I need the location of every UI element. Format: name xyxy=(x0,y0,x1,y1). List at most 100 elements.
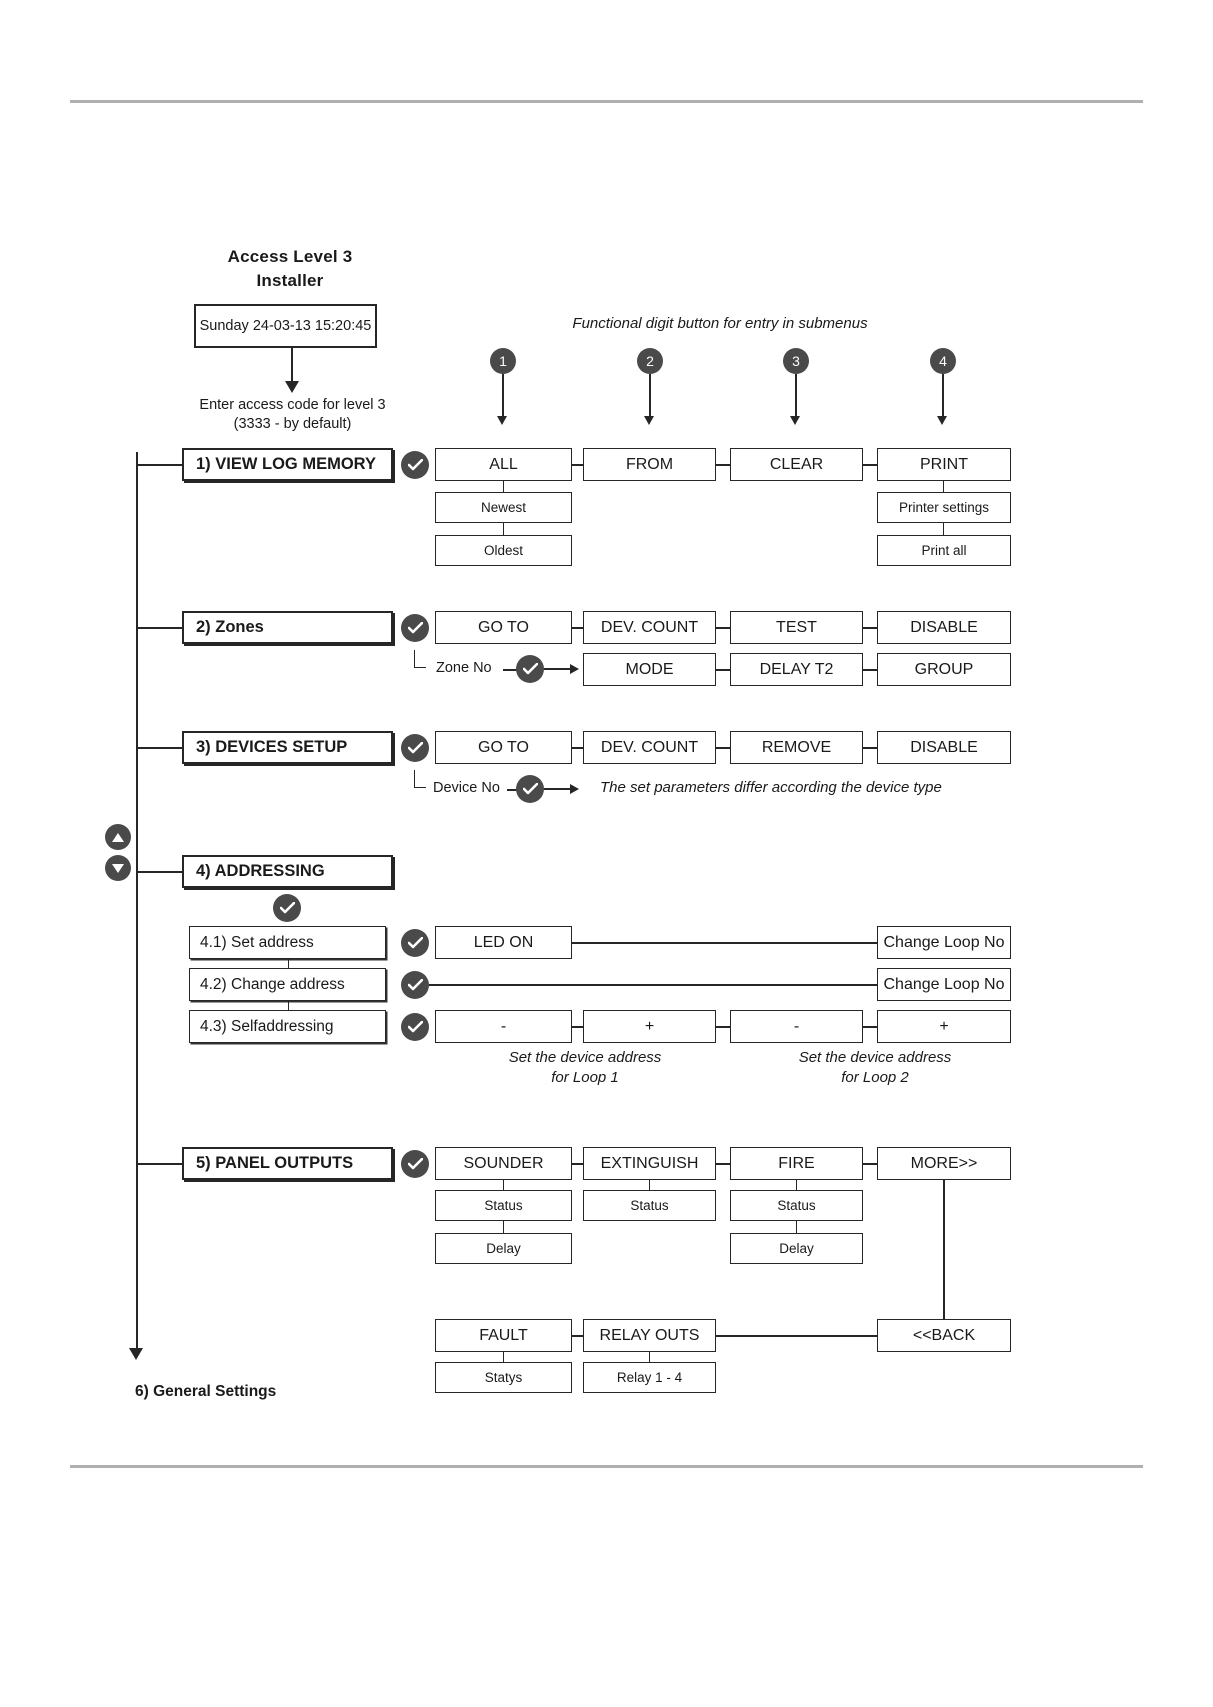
submenu-from[interactable]: FROM xyxy=(583,448,716,481)
panel-back[interactable]: <<BACK xyxy=(877,1319,1011,1352)
spine-branch-5 xyxy=(136,1163,182,1166)
devices-go-to[interactable]: GO TO xyxy=(435,731,572,764)
zones-mode[interactable]: MODE xyxy=(583,653,716,686)
panel-fault[interactable]: FAULT xyxy=(435,1319,572,1352)
addressing-led-on[interactable]: LED ON xyxy=(435,926,572,959)
digit-button-2-label: 2 xyxy=(646,353,654,369)
digit-1-line xyxy=(502,374,504,420)
check-circle-icon-zone[interactable] xyxy=(516,655,544,683)
page-title-line1: Access Level 3 xyxy=(227,247,353,266)
chevron-up-icon[interactable] xyxy=(105,824,131,850)
submenu-set-address[interactable]: 4.1) Set address xyxy=(189,926,386,959)
check-circle-icon-device[interactable] xyxy=(516,775,544,803)
devices-dev-count[interactable]: DEV. COUNT xyxy=(583,731,716,764)
digit-button-3[interactable]: 3 xyxy=(783,348,809,374)
loop2-note-line1: Set the device address xyxy=(798,1049,952,1066)
zones-disable[interactable]: DISABLE xyxy=(877,611,1011,644)
connector-panel-1 xyxy=(572,1163,583,1165)
menu-item-view-log-memory[interactable]: 1) VIEW LOG MEMORY xyxy=(182,448,393,481)
submenu-printer-settings-label: Printer settings xyxy=(898,500,990,515)
check-circle-icon-3[interactable] xyxy=(401,734,429,762)
fault-statys[interactable]: Statys xyxy=(435,1362,572,1393)
connector-ledon-changeloop xyxy=(572,942,877,944)
spine-branch-1 xyxy=(136,464,182,467)
submenu-print[interactable]: PRINT xyxy=(877,448,1011,481)
panel-extinguish[interactable]: EXTINGUISH xyxy=(583,1147,716,1180)
submenu-printer-settings[interactable]: Printer settings xyxy=(877,492,1011,523)
connector-zones-1 xyxy=(572,627,583,629)
submenu-clear[interactable]: CLEAR xyxy=(730,448,863,481)
sounder-status[interactable]: Status xyxy=(435,1190,572,1221)
zone-no-label: Zone No xyxy=(436,660,492,676)
addressing-change-loop-no-1[interactable]: Change Loop No xyxy=(877,926,1011,959)
menu-item-devices-setup[interactable]: 3) DEVICES SETUP xyxy=(182,731,393,764)
check-circle-icon-1[interactable] xyxy=(401,451,429,479)
digit-button-2[interactable]: 2 xyxy=(637,348,663,374)
fire-status[interactable]: Status xyxy=(730,1190,863,1221)
sounder-status-label: Status xyxy=(484,1198,523,1213)
submenu-oldest[interactable]: Oldest xyxy=(435,535,572,566)
connector-fire-status xyxy=(796,1180,798,1190)
submenu-print-all[interactable]: Print all xyxy=(877,535,1011,566)
check-circle-icon-42[interactable] xyxy=(401,971,429,999)
chevron-down-icon[interactable] xyxy=(105,855,131,881)
connector-panel-3 xyxy=(863,1163,877,1165)
menu-item-zones[interactable]: 2) Zones xyxy=(182,611,393,644)
menu-item-panel-outputs[interactable]: 5) PANEL OUTPUTS xyxy=(182,1147,393,1180)
panel-fault-label: FAULT xyxy=(479,1326,528,1344)
zones-delay-t2[interactable]: DELAY T2 xyxy=(730,653,863,686)
devices-disable[interactable]: DISABLE xyxy=(877,731,1011,764)
panel-more[interactable]: MORE>> xyxy=(877,1147,1011,1180)
zone-no-line-left xyxy=(503,669,517,671)
zones-dev-count[interactable]: DEV. COUNT xyxy=(583,611,716,644)
selfaddressing-plus-loop1[interactable]: + xyxy=(583,1010,716,1043)
check-circle-icon-5[interactable] xyxy=(401,1150,429,1178)
panel-back-label: <<BACK xyxy=(912,1326,976,1344)
submenu-newest[interactable]: Newest xyxy=(435,492,572,523)
zones-dev-count-label: DEV. COUNT xyxy=(600,618,699,636)
zones-go-to-label: GO TO xyxy=(478,618,529,636)
fire-status-label: Status xyxy=(777,1198,816,1213)
digit-4-line xyxy=(942,374,944,420)
relay-range-label: Relay 1 - 4 xyxy=(616,1370,683,1385)
selfaddressing-minus-loop1[interactable]: - xyxy=(435,1010,572,1043)
submenu-change-address[interactable]: 4.2) Change address xyxy=(189,968,386,1001)
digit-4-arrow xyxy=(937,416,947,425)
connector-42-changeloop xyxy=(429,984,877,986)
check-circle-icon-41[interactable] xyxy=(401,929,429,957)
connector-all-newest xyxy=(503,481,505,492)
relay-range[interactable]: Relay 1 - 4 xyxy=(583,1362,716,1393)
menu-item-addressing[interactable]: 4) ADDRESSING xyxy=(182,855,393,888)
zones-test[interactable]: TEST xyxy=(730,611,863,644)
digit-button-1[interactable]: 1 xyxy=(490,348,516,374)
selfaddressing-plus-loop2-label: + xyxy=(939,1017,949,1035)
digit-button-4[interactable]: 4 xyxy=(930,348,956,374)
zones-group[interactable]: GROUP xyxy=(877,653,1011,686)
addressing-change-loop-no-2[interactable]: Change Loop No xyxy=(877,968,1011,1001)
menu-item-general-settings[interactable]: 6) General Settings xyxy=(135,1383,277,1400)
devices-remove[interactable]: REMOVE xyxy=(730,731,863,764)
panel-more-label: MORE>> xyxy=(910,1154,978,1172)
panel-sounder[interactable]: SOUNDER xyxy=(435,1147,572,1180)
submenu-selfaddressing[interactable]: 4.3) Selfaddressing xyxy=(189,1010,386,1043)
check-circle-icon-43[interactable] xyxy=(401,1013,429,1041)
selfaddressing-plus-loop2[interactable]: + xyxy=(877,1010,1011,1043)
fire-delay[interactable]: Delay xyxy=(730,1233,863,1264)
sounder-delay[interactable]: Delay xyxy=(435,1233,572,1264)
panel-fire[interactable]: FIRE xyxy=(730,1147,863,1180)
check-circle-icon-2[interactable] xyxy=(401,614,429,642)
selfaddressing-minus-loop2[interactable]: - xyxy=(730,1010,863,1043)
fault-statys-label: Statys xyxy=(484,1370,523,1385)
page-title: Access Level 3 Installer xyxy=(180,245,400,293)
menu-item-devices-setup-label: 3) DEVICES SETUP xyxy=(196,738,348,756)
submenu-all[interactable]: ALL xyxy=(435,448,572,481)
connector-panel-2 xyxy=(716,1163,730,1165)
digit-2-arrow xyxy=(644,416,654,425)
zones-go-to[interactable]: GO TO xyxy=(435,611,572,644)
selfaddressing-minus-loop1-label: - xyxy=(500,1017,507,1035)
device-no-line-left xyxy=(507,789,519,791)
submenu-newest-label: Newest xyxy=(480,500,526,515)
panel-relay-outs[interactable]: RELAY OUTS xyxy=(583,1319,716,1352)
extinguish-status[interactable]: Status xyxy=(583,1190,716,1221)
check-circle-icon-4[interactable] xyxy=(273,894,301,922)
